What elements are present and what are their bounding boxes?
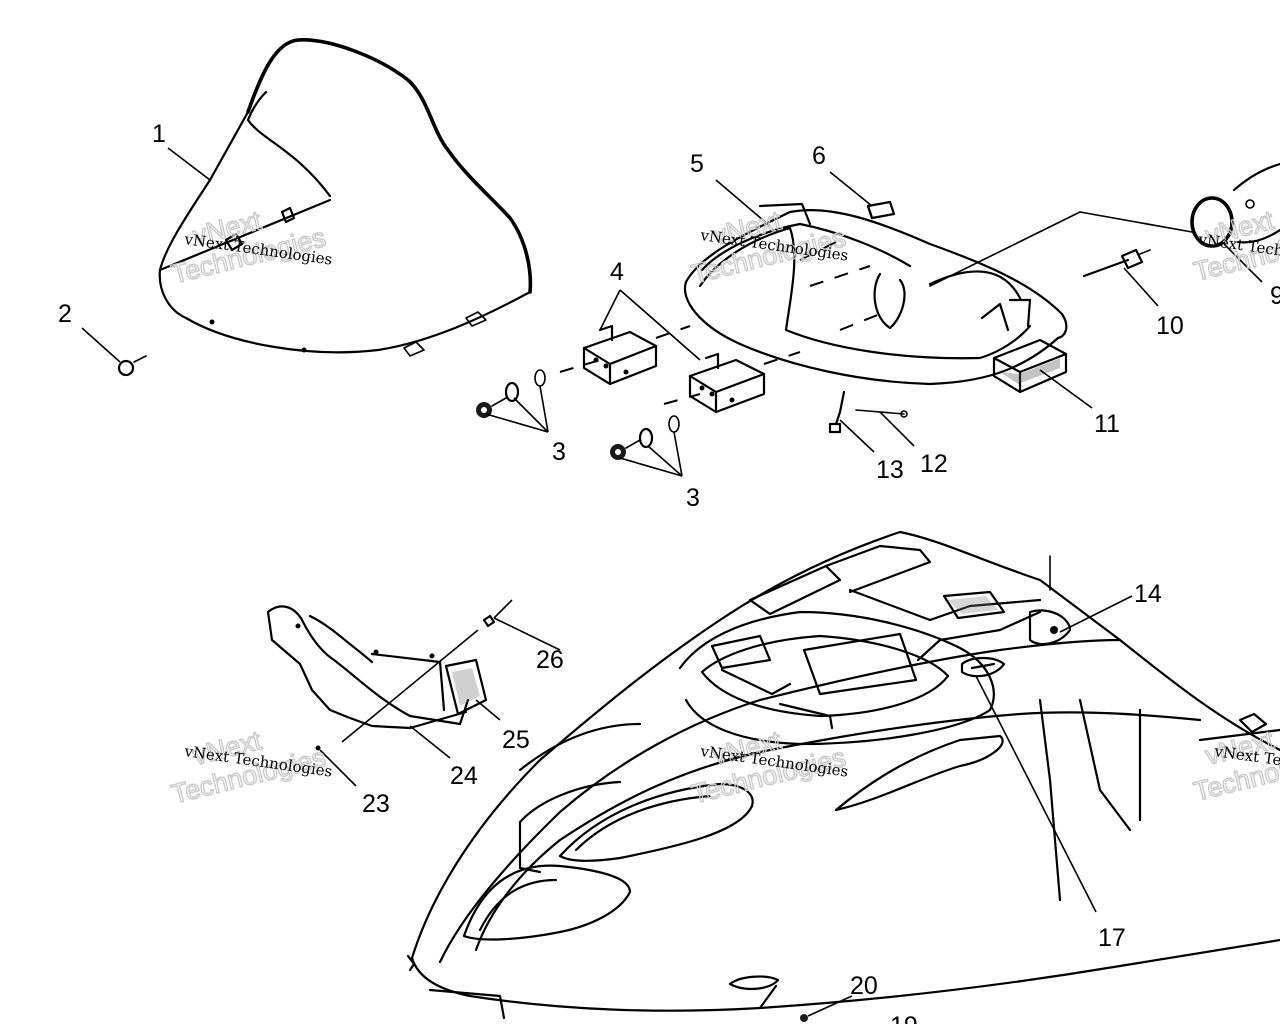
- washer-nut-set-lower: [610, 415, 680, 460]
- callout-20: 20: [850, 972, 878, 1000]
- callout-6: 6: [812, 142, 826, 170]
- part-6-block: [866, 200, 896, 220]
- callout-1: 1: [152, 120, 166, 148]
- screw-part-2: [117, 355, 147, 377]
- rivet-part-26: [482, 614, 496, 628]
- sensor-part-10: [1082, 248, 1151, 278]
- callout-4: 4: [610, 258, 624, 286]
- mounting-brackets: [559, 324, 801, 414]
- windshield: [158, 38, 533, 357]
- callout-10: 10: [1156, 312, 1184, 340]
- callout-17: 17: [1098, 924, 1126, 952]
- rivet-part-23: [315, 745, 321, 751]
- callout-11: 11: [1094, 410, 1120, 438]
- foam-pad: [992, 338, 1068, 394]
- callout-24: 24: [450, 762, 478, 790]
- side-panel: [266, 605, 488, 730]
- callout-labels: 1 2 3 3 4 5 6 9 10 11 12 13 14 17 19 20 …: [58, 120, 1280, 1024]
- callout-12: 12: [920, 450, 948, 478]
- harness-line: [929, 211, 1081, 287]
- callout-2: 2: [58, 300, 72, 328]
- callout-26: 26: [536, 646, 564, 674]
- callout-19: 19: [890, 1012, 918, 1024]
- hood: [406, 530, 1280, 1022]
- washer-nut-set-upper: [476, 369, 546, 418]
- callout-3-lower: 3: [686, 484, 700, 512]
- callout-9: 9: [1270, 282, 1280, 310]
- callout-3-upper: 3: [552, 438, 566, 466]
- wire-harness: [828, 390, 908, 434]
- leader-lines: [81, 147, 1263, 1017]
- callout-25: 25: [502, 726, 530, 754]
- harness-line-2: [1079, 211, 1193, 233]
- gauge-part-9: [1190, 162, 1280, 248]
- callout-23: 23: [362, 790, 390, 818]
- callout-14: 14: [1134, 580, 1162, 608]
- callout-13: 13: [876, 456, 904, 484]
- instrument-console: [683, 202, 1068, 386]
- callout-5: 5: [690, 150, 704, 178]
